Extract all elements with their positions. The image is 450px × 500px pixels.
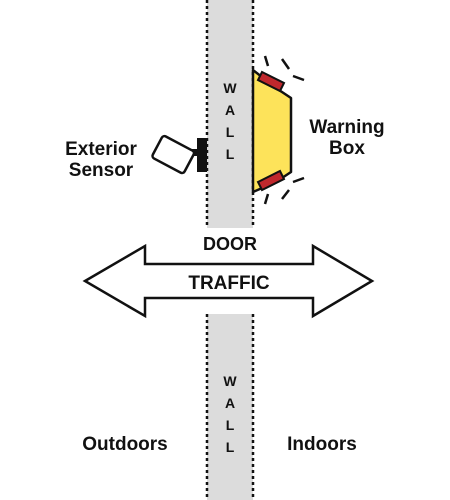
warning-light-top [256,70,286,93]
exterior-sensor-label-line2: Sensor [69,160,134,181]
warning-box-label-line1: Warning [309,117,384,138]
wall-letter: A [225,395,235,411]
door-label: DOOR [203,234,257,254]
warning-box-icon [251,55,305,205]
warning-box-label-line2: Box [329,138,365,159]
wall-letter: W [223,80,237,96]
wall-letter: L [226,439,235,455]
warning-light-bottom [256,169,286,192]
double-arrow-icon [82,243,375,319]
traffic-label: TRAFFIC [188,273,270,294]
wall-letter: W [223,373,237,389]
wall-letter: L [226,124,235,140]
lower-wall [205,314,255,500]
indoors-label: Indoors [287,434,357,455]
camera-sensor-icon [151,134,207,175]
wall-letter: L [226,417,235,433]
outdoors-label: Outdoors [82,434,168,455]
exterior-sensor-label-line1: Exterior [65,139,137,160]
wall-letter: A [225,102,235,118]
wall-letter: L [226,146,235,162]
